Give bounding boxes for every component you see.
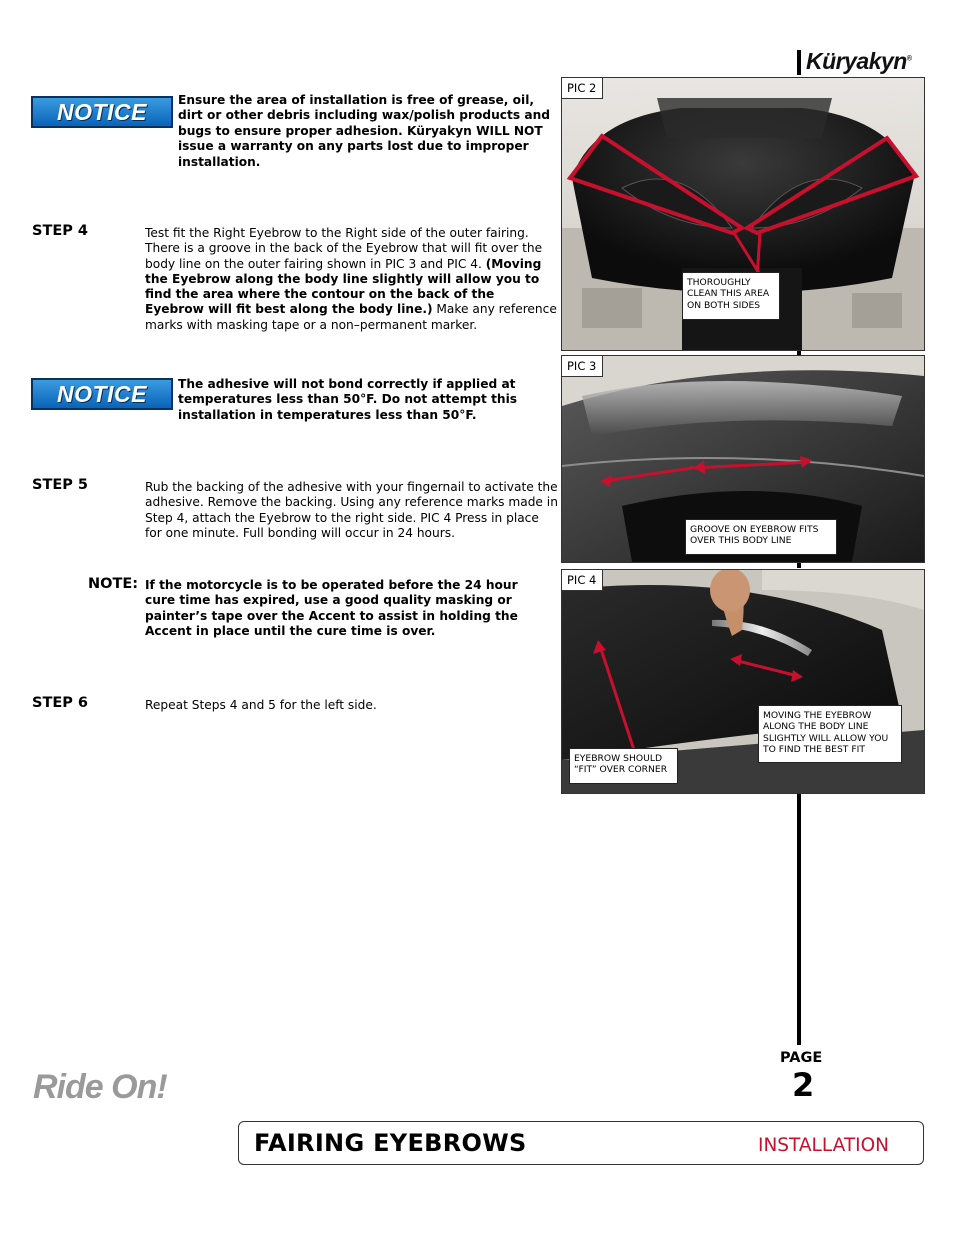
arrow-line xyxy=(755,232,762,279)
step-6-text: Repeat Steps 4 and 5 for the left side. xyxy=(145,698,377,712)
pic-2-label: PIC 2 xyxy=(562,78,604,99)
page-label: PAGE xyxy=(780,1050,823,1066)
pic-4-callout-left: EYEBROW SHOULD “FIT” OVER CORNER xyxy=(569,748,678,784)
highlight-outline xyxy=(566,133,747,236)
registered-mark: ® xyxy=(906,55,912,63)
arrow-line xyxy=(603,466,693,483)
arrow-head xyxy=(800,456,812,468)
step-4-label: STEP 4 xyxy=(32,223,89,239)
note-label: NOTE: xyxy=(88,576,139,592)
step-6-label: STEP 6 xyxy=(32,695,89,711)
vertical-rule xyxy=(797,562,801,568)
pic-4-label: PIC 4 xyxy=(562,570,604,591)
arrow-head xyxy=(593,640,606,654)
step-4-text: Test fit the Right Eyebrow to the Right … xyxy=(145,226,557,333)
step-4-bold: (Moving the Eyebrow along the body line … xyxy=(145,256,542,317)
page-number: 2 xyxy=(792,1066,815,1104)
brand-logo: Küryakyn® xyxy=(806,48,912,75)
notice-badge: NOTICE xyxy=(31,96,173,128)
arrow-head xyxy=(694,460,705,474)
arrow-line xyxy=(598,645,636,751)
notice-badge-label: NOTICE xyxy=(57,381,147,407)
notice-text: Ensure the area of installation is free … xyxy=(178,93,550,169)
pic-4-photo: PIC 4 MOVING THE EYEBROW ALONG THE BODY … xyxy=(561,569,925,794)
pic-2-photo: PIC 2 THOROUGHLY CLEAN THIS AREA ON BOTH… xyxy=(561,77,925,351)
document-title: FAIRING EYEBROWS xyxy=(254,1129,527,1157)
arrow-line xyxy=(691,460,811,470)
notice-text: The adhesive will not bond correctly if … xyxy=(178,377,518,422)
step-4-intro: Test fit the Right Eyebrow to the Right … xyxy=(145,226,543,271)
pic-3-illustration xyxy=(562,356,924,562)
pic-4-callout-right: MOVING THE EYEBROW ALONG THE BODY LINE S… xyxy=(758,705,902,763)
arrow-head xyxy=(791,670,803,682)
arrow-line xyxy=(733,658,799,678)
document-subtitle: INSTALLATION xyxy=(758,1135,889,1156)
note-text: If the motorcycle is to be operated befo… xyxy=(145,578,518,639)
pic-3-label: PIC 3 xyxy=(562,356,604,377)
step-4-end: Make any reference marks with masking ta… xyxy=(145,302,557,332)
ride-on-slogan: Ride On! xyxy=(33,1068,168,1106)
vertical-rule xyxy=(797,350,801,355)
pic-2-callout: THOROUGHLY CLEAN THIS AREA ON BOTH SIDES xyxy=(682,272,780,320)
vertical-rule xyxy=(797,50,801,75)
vertical-rule xyxy=(797,793,801,1045)
pic-3-callout: GROOVE ON EYEBROW FITS OVER THIS BODY LI… xyxy=(685,519,837,555)
highlight-outline xyxy=(742,135,920,236)
brand-logo-text: Küryakyn xyxy=(806,48,907,74)
footer-title-box: FAIRING EYEBROWS INSTALLATION xyxy=(238,1121,924,1165)
notice-badge-label: NOTICE xyxy=(57,99,147,125)
notice-badge: NOTICE xyxy=(31,378,173,410)
step-5-text: Rub the backing of the adhesive with you… xyxy=(145,480,558,540)
arrow-head xyxy=(730,654,742,666)
arrow-head xyxy=(600,475,612,487)
step-5-label: STEP 5 xyxy=(32,477,89,493)
pic-3-photo: PIC 3 GROOVE ON EYEBROW FITS OVER THIS B… xyxy=(561,355,925,563)
